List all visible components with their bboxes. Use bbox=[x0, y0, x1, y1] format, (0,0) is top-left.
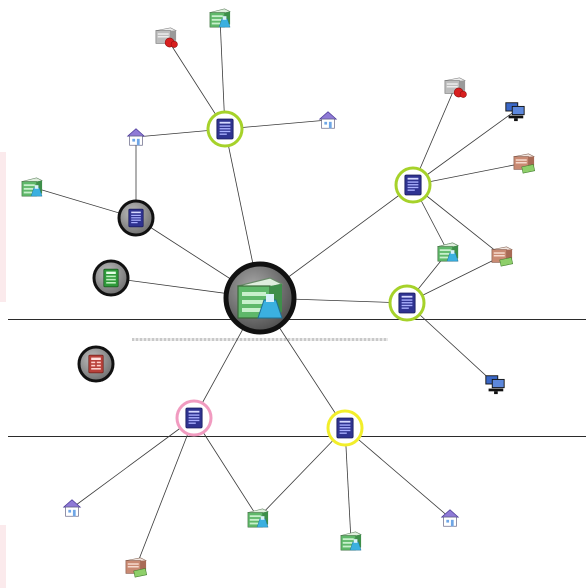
server-red-icon bbox=[444, 77, 467, 98]
node-p1[interactable] bbox=[175, 399, 213, 437]
server-cash-icon bbox=[491, 246, 514, 267]
node-l10[interactable] bbox=[491, 246, 514, 267]
computer-network-icon bbox=[505, 102, 525, 122]
node-b3[interactable] bbox=[388, 284, 426, 322]
node-l12[interactable] bbox=[63, 499, 81, 517]
node-l13[interactable] bbox=[125, 557, 148, 578]
node-b2[interactable] bbox=[394, 166, 432, 204]
node-l7[interactable] bbox=[513, 153, 536, 174]
house-icon bbox=[127, 128, 145, 146]
node-y1[interactable] bbox=[326, 409, 364, 447]
edge-y1-l15 bbox=[344, 427, 352, 542]
dotted-separator bbox=[132, 338, 388, 341]
node-g1[interactable] bbox=[117, 199, 155, 237]
edge-y1-l14 bbox=[257, 427, 346, 519]
house-icon bbox=[441, 509, 459, 527]
node-center[interactable] bbox=[223, 261, 297, 335]
document-icon bbox=[398, 292, 416, 314]
node-l11[interactable] bbox=[485, 375, 505, 395]
edge-b2-l7 bbox=[412, 162, 525, 186]
node-l4[interactable] bbox=[319, 111, 337, 129]
document-icon bbox=[185, 407, 203, 429]
server-lab-icon bbox=[209, 8, 231, 28]
server-lab-icon bbox=[237, 277, 283, 319]
node-l1b[interactable] bbox=[21, 177, 43, 197]
edge-b3-l11 bbox=[406, 302, 496, 385]
left-edge-highlight-upper bbox=[0, 152, 6, 302]
server-lab-icon bbox=[21, 177, 43, 197]
edge-p1-l14 bbox=[193, 417, 259, 519]
document-icon bbox=[128, 208, 144, 228]
server-lab-icon bbox=[340, 531, 362, 551]
spreadsheet-icon bbox=[103, 268, 119, 288]
edge-p1-l12 bbox=[71, 417, 195, 509]
node-g3[interactable] bbox=[77, 345, 115, 383]
node-g2[interactable] bbox=[92, 259, 130, 297]
horizontal-rule-upper bbox=[8, 319, 586, 320]
node-l16[interactable] bbox=[441, 509, 459, 527]
node-l5[interactable] bbox=[444, 77, 467, 98]
edge-b1-l1 bbox=[219, 17, 226, 130]
edge-b2-l10 bbox=[412, 184, 503, 257]
node-l2[interactable] bbox=[155, 27, 178, 48]
server-lab-icon bbox=[247, 508, 269, 528]
house-icon bbox=[63, 499, 81, 517]
document-icon bbox=[216, 118, 234, 140]
server-lab-icon bbox=[437, 242, 459, 262]
node-l14[interactable] bbox=[247, 508, 269, 528]
node-b1[interactable] bbox=[206, 110, 244, 148]
house-icon bbox=[319, 111, 337, 129]
form-icon bbox=[88, 354, 104, 374]
node-l6[interactable] bbox=[505, 102, 525, 122]
node-l9[interactable] bbox=[437, 242, 459, 262]
server-cash-icon bbox=[513, 153, 536, 174]
node-l1[interactable] bbox=[209, 8, 231, 28]
document-icon bbox=[404, 174, 422, 196]
node-l3[interactable] bbox=[127, 128, 145, 146]
server-cash-icon bbox=[125, 557, 148, 578]
computer-network-icon bbox=[485, 375, 505, 395]
document-icon bbox=[336, 417, 354, 439]
nodes bbox=[21, 8, 536, 578]
edge-b2-l6 bbox=[412, 110, 516, 186]
server-red-icon bbox=[155, 27, 178, 48]
edge-p1-l13 bbox=[135, 417, 195, 568]
horizontal-rule-lower bbox=[8, 436, 586, 437]
node-l15[interactable] bbox=[340, 531, 362, 551]
edge-y1-l16 bbox=[344, 427, 451, 519]
left-edge-highlight-lower bbox=[0, 525, 6, 588]
